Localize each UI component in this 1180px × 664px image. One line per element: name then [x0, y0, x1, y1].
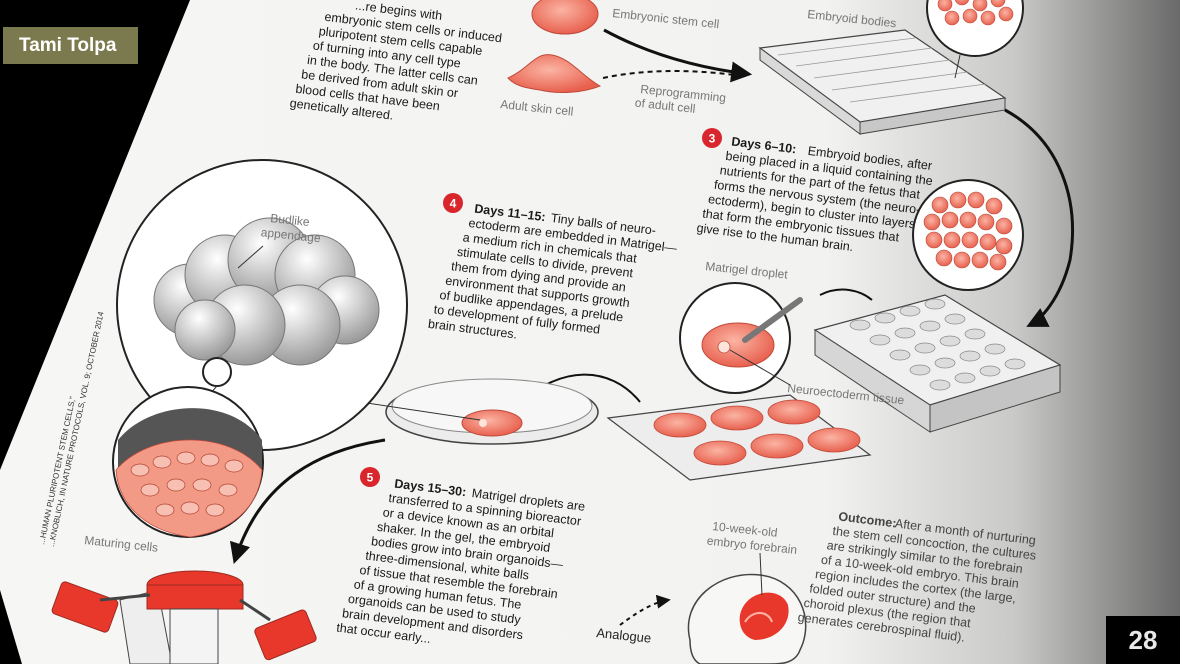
- arrow-analogue: [619, 594, 671, 626]
- arrow-plate-to-droplet: [819, 288, 873, 301]
- svg-text:4: 4: [450, 197, 457, 211]
- leader-forebrain: [759, 552, 763, 596]
- label-analogue: Analogue: [596, 625, 652, 646]
- embryoid-cluster-magnified: [912, 179, 1024, 291]
- step1-text: ...re begins with embryonic stem cells o…: [289, 0, 508, 135]
- arrow-dish-to-bioreactor: [230, 438, 386, 565]
- step3-text: Days 6–10: Embryoid bodies, after being …: [696, 132, 939, 263]
- step3-badge: 3: [702, 128, 722, 148]
- svg-text:5: 5: [367, 471, 374, 485]
- neuroectoderm-wellplate: [813, 294, 1062, 433]
- petri-dish: [385, 378, 599, 445]
- step5-text: Days 15–30: Matrigel droplets are transf…: [336, 472, 590, 663]
- matrigel-droplet-magnified: [679, 282, 803, 394]
- bioreactor-flasks: [51, 570, 317, 664]
- embryo-forebrain-illustration: [687, 573, 807, 664]
- svg-text:3: 3: [709, 132, 716, 146]
- arrow-to-step3: [1004, 108, 1074, 327]
- leader-top-magnifier: [954, 54, 961, 79]
- embryoid-wellplate-top: [758, 29, 1007, 135]
- embryoid-bodies-magnified-top: [926, 0, 1024, 57]
- outcome-text: Outcome: After a month of nurturing the …: [797, 506, 1042, 652]
- leader-budlike: [237, 245, 264, 269]
- droplet-tray: [606, 394, 872, 481]
- leader-dish-to-magnifier: [359, 401, 481, 421]
- budlike-appendage-magnified: [116, 159, 408, 451]
- leader-neuroectoderm: [729, 349, 791, 386]
- step5-badge: 5: [360, 467, 380, 487]
- maturing-cells-magnified: [112, 386, 264, 538]
- step4-badge: 4: [443, 193, 463, 213]
- arrow-stem-to-wellplate: [603, 28, 753, 83]
- embryonic-stem-cell-illustration: [531, 0, 599, 35]
- adult-skin-cell-illustration: [507, 54, 602, 94]
- author-badge: Tami Tolpa: [3, 27, 138, 64]
- label-reprogramming: Reprogramming of adult cell: [634, 82, 730, 120]
- step4-text: Days 11–15: Tiny balls of neuro- ectoder…: [427, 198, 683, 360]
- page-number: 28: [1106, 616, 1180, 664]
- label-budlike-appendage: Budlike appendage: [260, 210, 323, 245]
